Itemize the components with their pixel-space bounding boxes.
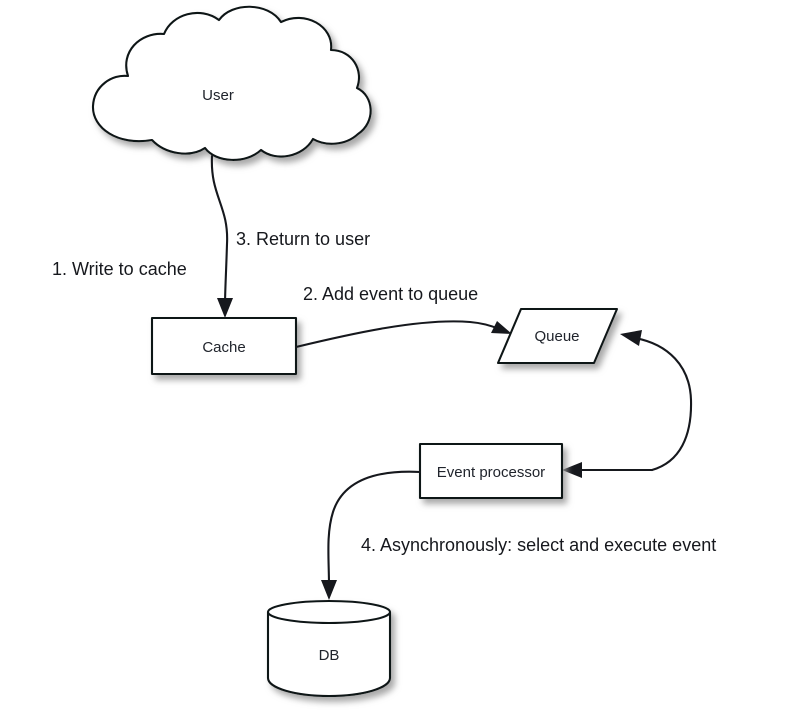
arrowhead-into-queue-right xyxy=(620,330,642,346)
node-cache[interactable]: Cache xyxy=(150,316,298,376)
arrowhead-into-db xyxy=(321,580,337,600)
arrowhead-into-cache xyxy=(217,298,233,318)
step-label-2: 2. Add event to queue xyxy=(303,284,478,304)
node-user[interactable]: User xyxy=(91,5,372,161)
node-event-processor-label: Event processor xyxy=(437,464,545,481)
arrowhead-into-event-processor xyxy=(562,462,582,478)
node-queue-label: Queue xyxy=(534,328,579,345)
step-label-4: 4. Asynchronously: select and execute ev… xyxy=(361,535,716,555)
edge-user-to-cache xyxy=(210,154,233,318)
node-db-label: DB xyxy=(319,647,340,664)
arrowhead-into-queue xyxy=(491,321,512,334)
edge-queue-to-processor xyxy=(562,462,654,478)
edge-processor-to-queue xyxy=(620,330,693,472)
node-cache-label: Cache xyxy=(202,339,245,356)
step-label-1: 1. Write to cache xyxy=(52,259,187,279)
node-user-label: User xyxy=(202,87,234,104)
node-queue[interactable]: Queue xyxy=(496,307,619,365)
node-db[interactable]: DB xyxy=(266,599,392,698)
edge-processor-to-db xyxy=(321,470,422,600)
edge-cache-to-queue xyxy=(294,320,512,349)
node-event-processor[interactable]: Event processor xyxy=(418,442,564,500)
step-label-3: 3. Return to user xyxy=(236,229,370,249)
